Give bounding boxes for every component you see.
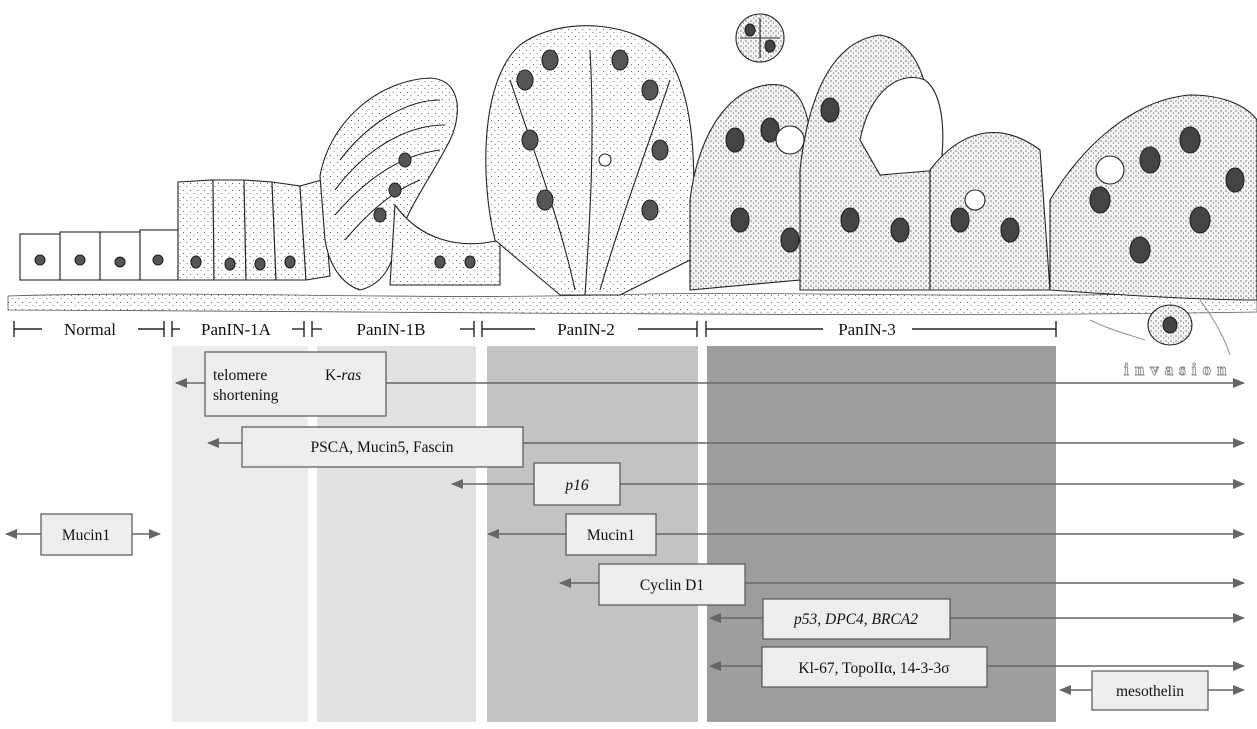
stage-label-normal: Normal	[64, 320, 116, 339]
invasion-label: invasion	[1124, 360, 1232, 379]
panin3-cells	[690, 14, 1050, 290]
stage-label-panin1b: PanIN-1B	[357, 320, 426, 339]
stage-label-panin2: PanIN-2	[557, 320, 615, 339]
marker-mucin1: Mucin1	[587, 527, 635, 544]
stage-scale	[14, 321, 1056, 337]
stage-label-panin3: PanIN-3	[838, 320, 896, 339]
panin1a-cells	[178, 180, 330, 280]
normal-cells	[20, 230, 178, 280]
marker-p16: p16	[564, 477, 589, 494]
marker-mesothelin: mesothelin	[1116, 683, 1184, 700]
epithelium-illustration	[8, 14, 1257, 355]
marker-cyclin: Cyclin D1	[640, 577, 704, 594]
marker-box-telomere	[205, 352, 386, 416]
marker-p53: p53, DPC4, BRCA2	[793, 611, 918, 628]
marker-telomere-line1: telomere	[213, 367, 267, 384]
marker-kras: K-ras	[325, 367, 361, 384]
panin1b-papilla	[320, 78, 500, 290]
panin2-papilla	[486, 26, 694, 295]
marker-mucin1-normal: Mucin1	[62, 527, 110, 544]
marker-psca: PSCA, Mucin5, Fascin	[311, 439, 454, 456]
invasion-cells	[1050, 95, 1257, 355]
marker-telomere-line2: shortening	[213, 387, 279, 404]
stage-label-panin1a: PanIN-1A	[201, 320, 272, 339]
marker-ki67: Kl-67, TopoIIα, 14-3-3σ	[798, 660, 950, 677]
